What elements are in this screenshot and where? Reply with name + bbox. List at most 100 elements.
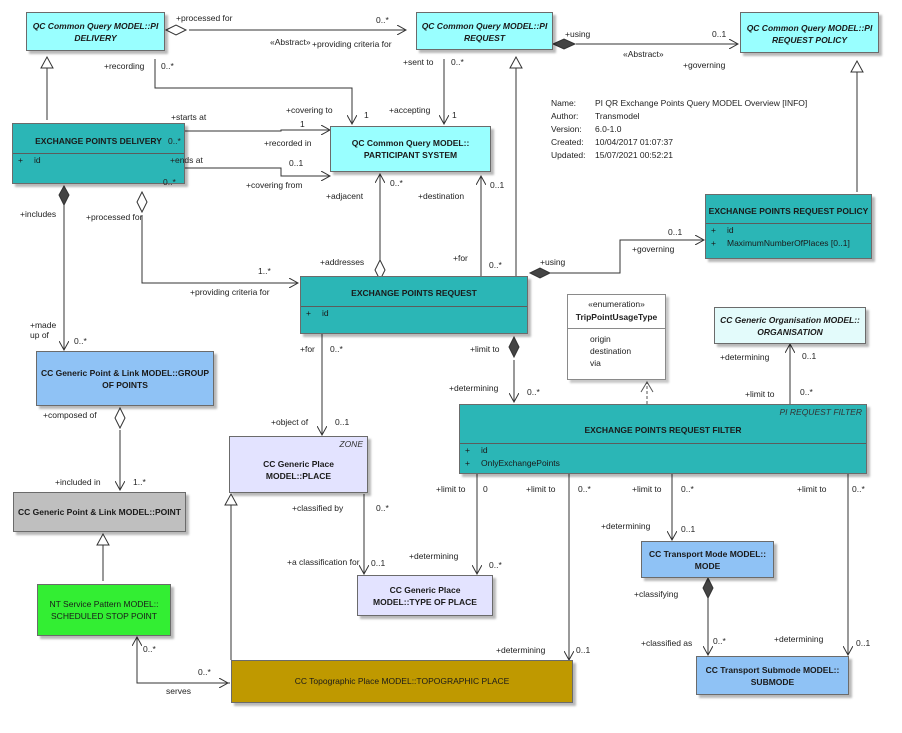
class-title: NT Service Pattern MODEL:: SCHEDULED STO…	[49, 599, 159, 621]
stereotype-label: «Abstract»	[623, 49, 664, 59]
enumeration-trip-point-usage-type[interactable]: «enumeration» TripPointUsageType origin …	[567, 294, 666, 380]
role-label: +determining	[496, 645, 546, 655]
role-label: +determining	[720, 352, 770, 362]
class-place[interactable]: ZONE CC Generic Place MODEL::PLACE	[229, 436, 368, 493]
class-title: EXCHANGE POINTS DELIVERY	[35, 136, 162, 146]
class-title: CC Generic Organisation MODEL:: ORGANISA…	[720, 315, 860, 337]
class-group-of-points[interactable]: CC Generic Point & Link MODEL::GROUP OF …	[36, 351, 214, 406]
meta-row: Version:6.0-1.0	[551, 124, 622, 134]
role-label: +processed for	[176, 13, 233, 23]
enumeration-literal: origin	[590, 334, 611, 344]
class-pi-request-policy[interactable]: QC Common Query MODEL::PI REQUEST POLICY	[740, 12, 879, 53]
class-pi-request[interactable]: QC Common Query MODEL::PI REQUEST	[416, 12, 553, 50]
multiplicity-label: 0..*	[489, 260, 502, 270]
multiplicity-label: 0..*	[489, 560, 502, 570]
diamond-mode-filled	[702, 576, 714, 600]
attribute: +id	[306, 308, 329, 318]
role-label: +object of	[271, 417, 309, 427]
aggregation-diamonds	[58, 24, 714, 600]
role-label: +accepting	[389, 105, 431, 115]
multiplicity-label: 0..1	[681, 524, 696, 534]
multiplicity-label: 1..*	[133, 477, 146, 487]
class-organisation[interactable]: CC Generic Organisation MODEL:: ORGANISA…	[714, 307, 866, 344]
edge-ends-at	[185, 167, 330, 176]
class-transport-mode[interactable]: CC Transport Mode MODEL:: MODE	[641, 541, 774, 578]
enumeration-literal: destination	[590, 346, 632, 356]
enumeration-literal: via	[590, 358, 601, 368]
multiplicity-label: 0..*	[74, 336, 87, 346]
multiplicity-label: 0..1	[668, 227, 683, 237]
enumeration-stereotype: «enumeration»	[588, 299, 645, 309]
meta-row: Author:Transmodel	[551, 111, 640, 121]
multiplicity-label: 0..*	[376, 503, 389, 513]
role-label: +composed of	[43, 410, 97, 420]
diamond-using-filled	[528, 267, 552, 279]
meta-row: Name:PI QR Exchange Points Query MODEL O…	[551, 98, 808, 108]
multiplicity-label: 0..1	[576, 645, 591, 655]
multiplicity-label: 0..1	[802, 351, 817, 361]
class-exchange-points-request-policy[interactable]: EXCHANGE POINTS REQUEST POLICY +id +Maxi…	[705, 194, 872, 259]
diamond-filter-filled	[508, 335, 520, 359]
enumeration-literals: origin destination via	[568, 328, 665, 369]
role-label: +classified by	[292, 503, 344, 513]
role-label: +addresses	[320, 257, 365, 267]
role-label: +processed for	[86, 212, 143, 222]
multiplicity-label: 0..*	[527, 387, 540, 397]
multiplicity-label: 1	[300, 119, 305, 129]
edge-recording	[154, 59, 352, 124]
diamond-request-filled	[551, 38, 577, 50]
role-label: +limit to	[797, 484, 827, 494]
class-exchange-points-request[interactable]: EXCHANGE POINTS REQUEST +id	[300, 276, 528, 334]
multiplicity-label: 0..1	[712, 29, 727, 39]
role-label: +destination	[418, 191, 465, 201]
edge-serves	[136, 664, 230, 684]
diamond-delivery-open	[164, 24, 188, 36]
role-label: +recording	[104, 61, 145, 71]
edge-using	[550, 240, 704, 274]
attribute: +id	[18, 155, 41, 165]
role-label: +a classification for	[287, 557, 360, 567]
class-topographic-place[interactable]: CC Topographic Place MODEL::TOPOGRAPHIC …	[231, 660, 573, 703]
stereotype-label: PI REQUEST FILTER	[779, 407, 863, 417]
multiplicity-label: 0..*	[852, 484, 865, 494]
class-exchange-points-request-filter[interactable]: PI REQUEST FILTER EXCHANGE POINTS REQUES…	[459, 404, 867, 474]
role-label: +limit to	[436, 484, 466, 494]
role-label: +limit to	[526, 484, 556, 494]
class-type-of-place[interactable]: CC Generic Place MODEL::TYPE OF PLACE	[357, 575, 493, 616]
solid-associations	[64, 30, 848, 683]
attribute-list: +id	[301, 306, 527, 320]
role-label: +providing criteria for	[312, 39, 392, 49]
diamond-processed-open	[136, 190, 148, 214]
multiplicity-label: 0..*	[161, 61, 174, 71]
edge-processed-for	[141, 215, 298, 283]
multiplicity-label: 1	[452, 110, 457, 120]
multiplicity-label: 1..*	[258, 266, 271, 276]
multiplicity-label: 0..*	[168, 136, 181, 146]
multiplicity-label: 0..*	[578, 484, 591, 494]
edge-starts-at	[185, 130, 330, 131]
class-transport-submode[interactable]: CC Transport Submode MODEL:: SUBMODE	[696, 656, 849, 695]
class-pi-delivery[interactable]: QC Common Query MODEL::PI DELIVERY	[26, 12, 165, 51]
class-exchange-points-delivery[interactable]: EXCHANGE POINTS DELIVERY +id	[12, 123, 185, 184]
role-label: +includes	[20, 209, 57, 219]
class-scheduled-stop-point[interactable]: NT Service Pattern MODEL:: SCHEDULED STO…	[37, 584, 171, 636]
class-title: CC Generic Point & Link MODEL::GROUP OF …	[40, 368, 210, 390]
role-label: +recorded in	[264, 138, 312, 148]
multiplicity-label: 1	[364, 110, 369, 120]
class-title: CC Generic Place MODEL::PLACE	[263, 459, 334, 481]
role-label: +covering from	[246, 180, 303, 190]
role-label: +limit to	[632, 484, 662, 494]
gen-tri-place	[224, 492, 238, 506]
role-label: +ends at	[170, 155, 203, 165]
class-participant-system[interactable]: QC Common Query MODEL:: PARTICIPANT SYST…	[330, 126, 491, 172]
role-label: +covering to	[286, 105, 333, 115]
class-title: CC Topographic Place MODEL::TOPOGRAPHIC …	[294, 676, 510, 686]
gen-tri-policy	[850, 59, 864, 73]
class-point[interactable]: CC Generic Point & Link MODEL::POINT	[13, 492, 186, 532]
attribute: +MaximumNumberOfPlaces [0..1]	[711, 238, 850, 248]
role-label: +included in	[55, 477, 101, 487]
class-title: EXCHANGE POINTS REQUEST FILTER	[584, 425, 742, 435]
enumeration-name: TripPointUsageType	[575, 312, 658, 322]
gen-tri-request	[509, 55, 523, 69]
